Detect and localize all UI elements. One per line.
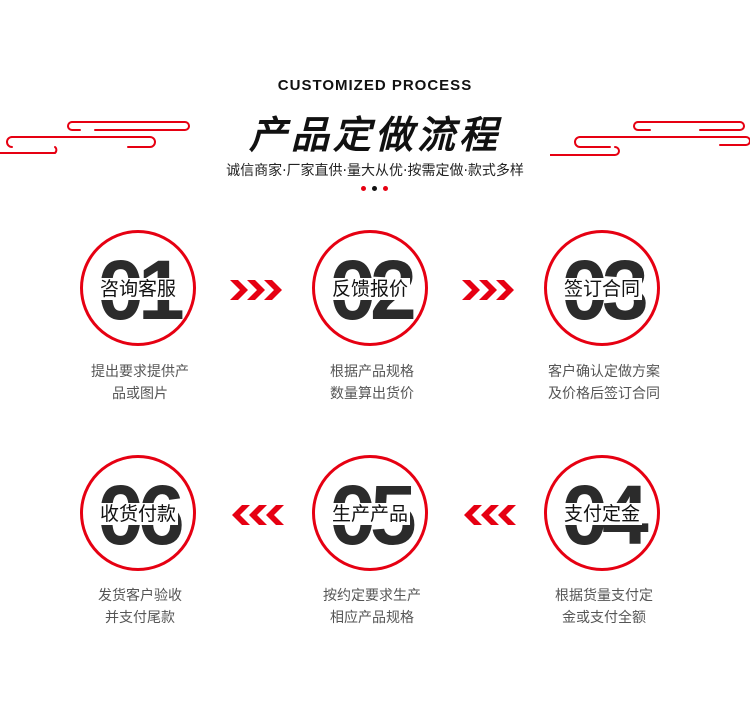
step-04-circle: 04 支付定金 (544, 455, 660, 571)
step-03-description: 客户确认定做方案及价格后签订合同 (548, 364, 660, 402)
page-title: 产品定做流程 (248, 112, 501, 157)
arrow-right-icon (230, 280, 282, 300)
step-03-circle: 03 签订合同 (544, 230, 660, 346)
step-06-description: 发货客户验收并支付尾款 (98, 588, 182, 626)
dot-icon (361, 186, 366, 191)
arrow-left-icon (464, 505, 516, 525)
cloud-decoration-right-icon (550, 121, 750, 156)
step-label: 反馈报价 (329, 278, 410, 300)
arrow-right-icon (462, 280, 514, 300)
tagline: 诚信商家·厂家直供·量大从优·按需定做·款式多样 (226, 163, 524, 179)
step-label: 支付定金 (561, 503, 642, 525)
cloud-decoration-left-icon (0, 121, 190, 154)
subtitle-english: CUSTOMIZED PROCESS (277, 77, 473, 94)
step-02-circle: 02 反馈报价 (312, 230, 428, 346)
step-05-circle: 05 生产产品 (312, 455, 428, 571)
step-01-description: 提出要求提供产品或图片 (91, 364, 189, 402)
arrow-left-icon (232, 505, 284, 525)
step-label: 收货付款 (97, 503, 178, 525)
step-02-description: 根据产品规格数量算出货价 (330, 364, 414, 402)
step-01-circle: 01 咨询客服 (80, 230, 196, 346)
step-05-description: 按约定要求生产相应产品规格 (323, 588, 421, 626)
step-label: 咨询客服 (97, 278, 178, 300)
step-04-description: 根据货量支付定金或支付全额 (555, 588, 653, 626)
decorative-dots (361, 186, 389, 192)
dot-icon (383, 186, 388, 191)
dot-icon (372, 186, 377, 191)
step-label: 生产产品 (329, 503, 410, 525)
step-label: 签订合同 (561, 278, 642, 300)
step-06-circle: 06 收货付款 (80, 455, 196, 571)
